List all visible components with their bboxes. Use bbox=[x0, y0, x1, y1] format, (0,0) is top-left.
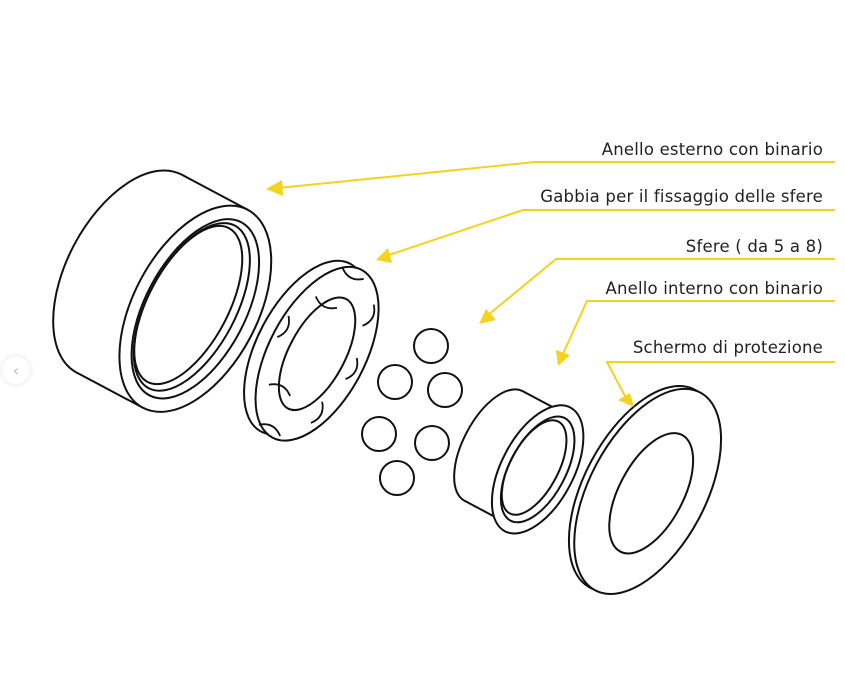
label-balls: Sfere ( da 5 a 8) bbox=[685, 237, 823, 256]
carousel-prev-button[interactable]: ‹ bbox=[2, 356, 30, 384]
label-outer-ring: Anello esterno con binario bbox=[601, 140, 823, 159]
leader-lines bbox=[277, 161, 835, 399]
label-inner-ring: Anello interno con binario bbox=[605, 279, 823, 298]
label-protection-shield: Schermo di protezione bbox=[632, 338, 823, 357]
inner-ring bbox=[453, 388, 585, 535]
chevron-left-icon: ‹ bbox=[12, 360, 20, 380]
outer-ring bbox=[52, 169, 273, 413]
balls bbox=[361, 328, 463, 496]
leader-arrowheads bbox=[266, 180, 634, 407]
protection-shield bbox=[567, 385, 723, 595]
ball-cage bbox=[243, 259, 380, 442]
label-ball-cage: Gabbia per il fissaggio delle sfere bbox=[540, 187, 823, 206]
